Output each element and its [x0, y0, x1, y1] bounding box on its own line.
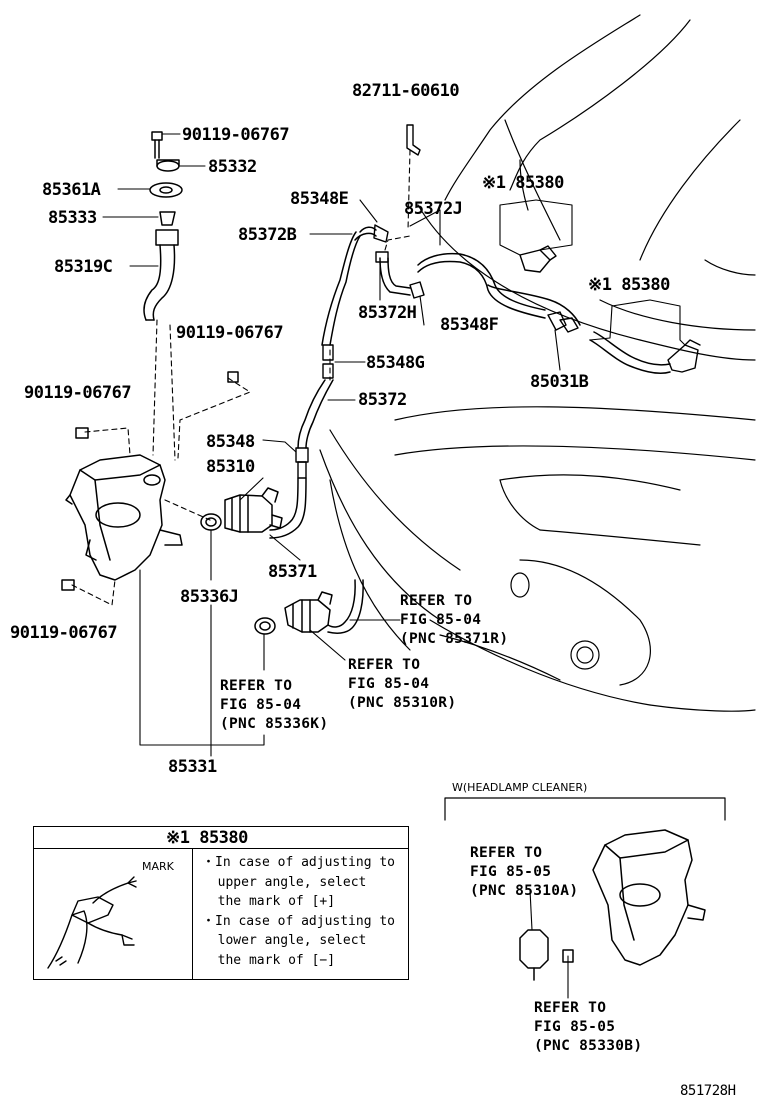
- dashed-leaders: [71, 149, 411, 606]
- headlamp-bracket: [444, 797, 726, 821]
- headlamp-cleaner-title: W(HEADLAMP CLEANER): [452, 781, 588, 794]
- leader-lines: [102, 133, 686, 999]
- hoses: [269, 226, 671, 634]
- label-85380-b: ※1 85380: [588, 275, 670, 295]
- note-box-header: ※1 85380: [34, 827, 408, 849]
- note-box: ※1 85380 MARK ・In case of adjusting to u…: [33, 826, 409, 980]
- note-box-text: ・In case of adjusting to upper angle, se…: [202, 855, 396, 968]
- washer-tank: [65, 454, 183, 581]
- label-85372h: 85372H: [358, 303, 417, 323]
- pumps-grommets: [61, 371, 333, 635]
- label-85348g: 85348G: [366, 353, 425, 373]
- label-85372b: 85372B: [238, 225, 297, 245]
- refer-85310a: REFER TO FIG 85-05 (PNC 85310A): [470, 845, 579, 899]
- note-box-divider: [192, 849, 193, 979]
- mark-label: MARK: [142, 860, 174, 873]
- label-85310: 85310: [206, 457, 255, 477]
- label-90119-bottom: 90119-06767: [10, 623, 118, 643]
- label-85348e: 85348E: [290, 189, 349, 209]
- label-85372: 85372: [358, 390, 407, 410]
- mark-illustration: [47, 876, 137, 969]
- label-85332: 85332: [208, 157, 257, 177]
- label-90119-left: 90119-06767: [24, 383, 132, 403]
- refer-85310r: REFER TO FIG 85-04 (PNC 85310R): [348, 657, 457, 711]
- filler-neck: [143, 131, 183, 321]
- label-85380-a: ※1 85380: [482, 173, 564, 193]
- vehicle-body-outline: [319, 14, 756, 712]
- label-82711-60610: 82711-60610: [352, 81, 460, 101]
- refer-85330b: REFER TO FIG 85-05 (PNC 85330B): [534, 1000, 643, 1054]
- label-90119-mid: 90119-06767: [176, 323, 284, 343]
- label-85031b: 85031B: [530, 372, 589, 392]
- label-85361a: 85361A: [42, 180, 101, 200]
- label-85331: 85331: [168, 757, 217, 777]
- label-85319c: 85319C: [54, 257, 113, 277]
- label-85336j: 85336J: [180, 587, 239, 607]
- label-90119-top: 90119-06767: [182, 125, 290, 145]
- refer-85336k: REFER TO FIG 85-04 (PNC 85336K): [220, 678, 329, 732]
- label-85348f: 85348F: [440, 315, 499, 335]
- note-box-title: ※1 85380: [166, 828, 248, 848]
- label-85333: 85333: [48, 208, 97, 228]
- label-85348: 85348: [206, 432, 255, 452]
- label-85371: 85371: [268, 562, 317, 582]
- headlamp-tank: [519, 829, 706, 981]
- figure-id: 851728H: [680, 1083, 736, 1099]
- label-85372j: 85372J: [404, 199, 463, 219]
- refer-85371r: REFER TO FIG 85-04 (PNC 85371R): [400, 593, 509, 647]
